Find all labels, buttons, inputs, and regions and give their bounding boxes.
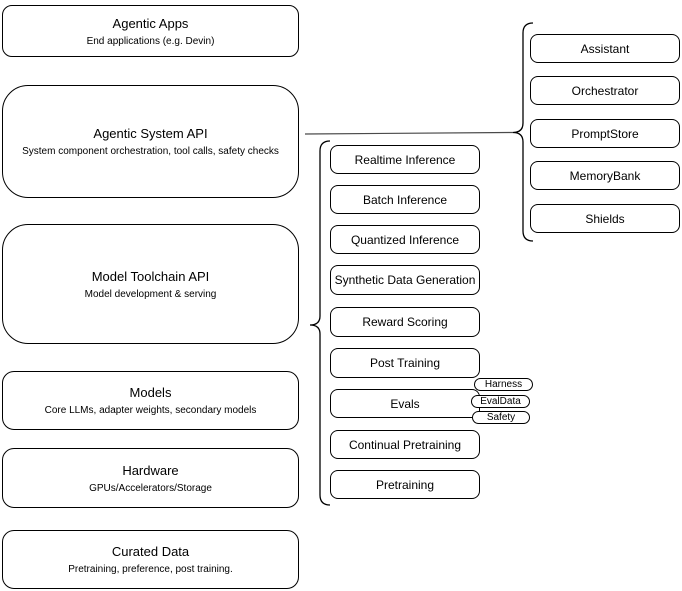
node-subtitle: Pretraining, preference, post training.	[68, 564, 233, 575]
node-quantized-inference[interactable]: Quantized Inference	[330, 225, 480, 254]
node-shields[interactable]: Shields	[530, 204, 680, 233]
node-post-training[interactable]: Post Training	[330, 348, 480, 378]
node-label: Realtime Inference	[354, 152, 456, 167]
node-title: Curated Data	[111, 544, 190, 559]
node-title: Agentic Apps	[112, 15, 189, 31]
node-model-toolchain-api[interactable]: Model Toolchain API Model development & …	[2, 224, 299, 344]
node-pretraining[interactable]: Pretraining	[330, 470, 480, 499]
node-label: Reward Scoring	[362, 315, 448, 329]
node-assistant[interactable]: Assistant	[530, 34, 680, 63]
tag-label: EvalData	[480, 396, 521, 407]
node-models[interactable]: Models Core LLMs, adapter weights, secon…	[2, 371, 299, 430]
node-label: Assistant	[580, 41, 630, 56]
node-continual-pretraining[interactable]: Continual Pretraining	[330, 430, 480, 459]
node-label: Synthetic Data Generation	[334, 273, 476, 287]
system-api-connector-line	[304, 131, 514, 135]
node-agentic-system-api[interactable]: Agentic System API System component orch…	[2, 85, 299, 198]
node-label: MemoryBank	[569, 168, 641, 183]
tag-evaldata[interactable]: EvalData	[471, 395, 530, 408]
tag-label: Harness	[484, 379, 523, 390]
node-batch-inference[interactable]: Batch Inference	[330, 185, 480, 214]
node-label: Continual Pretraining	[348, 437, 462, 452]
node-orchestrator[interactable]: Orchestrator	[530, 76, 680, 105]
node-realtime-inference[interactable]: Realtime Inference	[330, 145, 480, 174]
node-title: Agentic System API	[93, 126, 208, 141]
node-label: Evals	[390, 396, 420, 411]
node-label: Pretraining	[375, 477, 435, 492]
node-subtitle: GPUs/Accelerators/Storage	[89, 482, 212, 494]
node-subtitle: Core LLMs, adapter weights, secondary mo…	[44, 405, 257, 416]
node-promptstore[interactable]: PromptStore	[530, 119, 680, 148]
node-synthetic-data-generation[interactable]: Synthetic Data Generation	[330, 265, 480, 295]
node-evals[interactable]: Evals	[330, 389, 480, 418]
node-title: Models	[129, 385, 172, 400]
tag-harness[interactable]: Harness	[474, 378, 533, 391]
node-title: Model Toolchain API	[91, 268, 210, 284]
node-label: Orchestrator	[571, 83, 639, 98]
node-hardware[interactable]: Hardware GPUs/Accelerators/Storage	[2, 448, 299, 508]
node-label: Batch Inference	[362, 192, 448, 207]
node-reward-scoring[interactable]: Reward Scoring	[330, 307, 480, 337]
node-agentic-apps[interactable]: Agentic Apps End applications (e.g. Devi…	[2, 5, 299, 57]
node-curated-data[interactable]: Curated Data Pretraining, preference, po…	[2, 530, 299, 589]
toolchain-group-brace	[309, 140, 331, 506]
node-label: Shields	[585, 211, 625, 226]
node-label: PromptStore	[571, 126, 639, 141]
node-memorybank[interactable]: MemoryBank	[530, 161, 680, 190]
node-subtitle: End applications (e.g. Devin)	[86, 35, 215, 47]
tag-label: Safety	[486, 412, 516, 423]
tag-safety[interactable]: Safety	[472, 411, 530, 424]
node-label: Post Training	[369, 356, 441, 370]
node-label: Quantized Inference	[350, 232, 460, 247]
node-subtitle: System component orchestration, tool cal…	[22, 146, 279, 157]
node-subtitle: Model development & serving	[84, 288, 217, 300]
node-title: Hardware	[122, 462, 179, 478]
